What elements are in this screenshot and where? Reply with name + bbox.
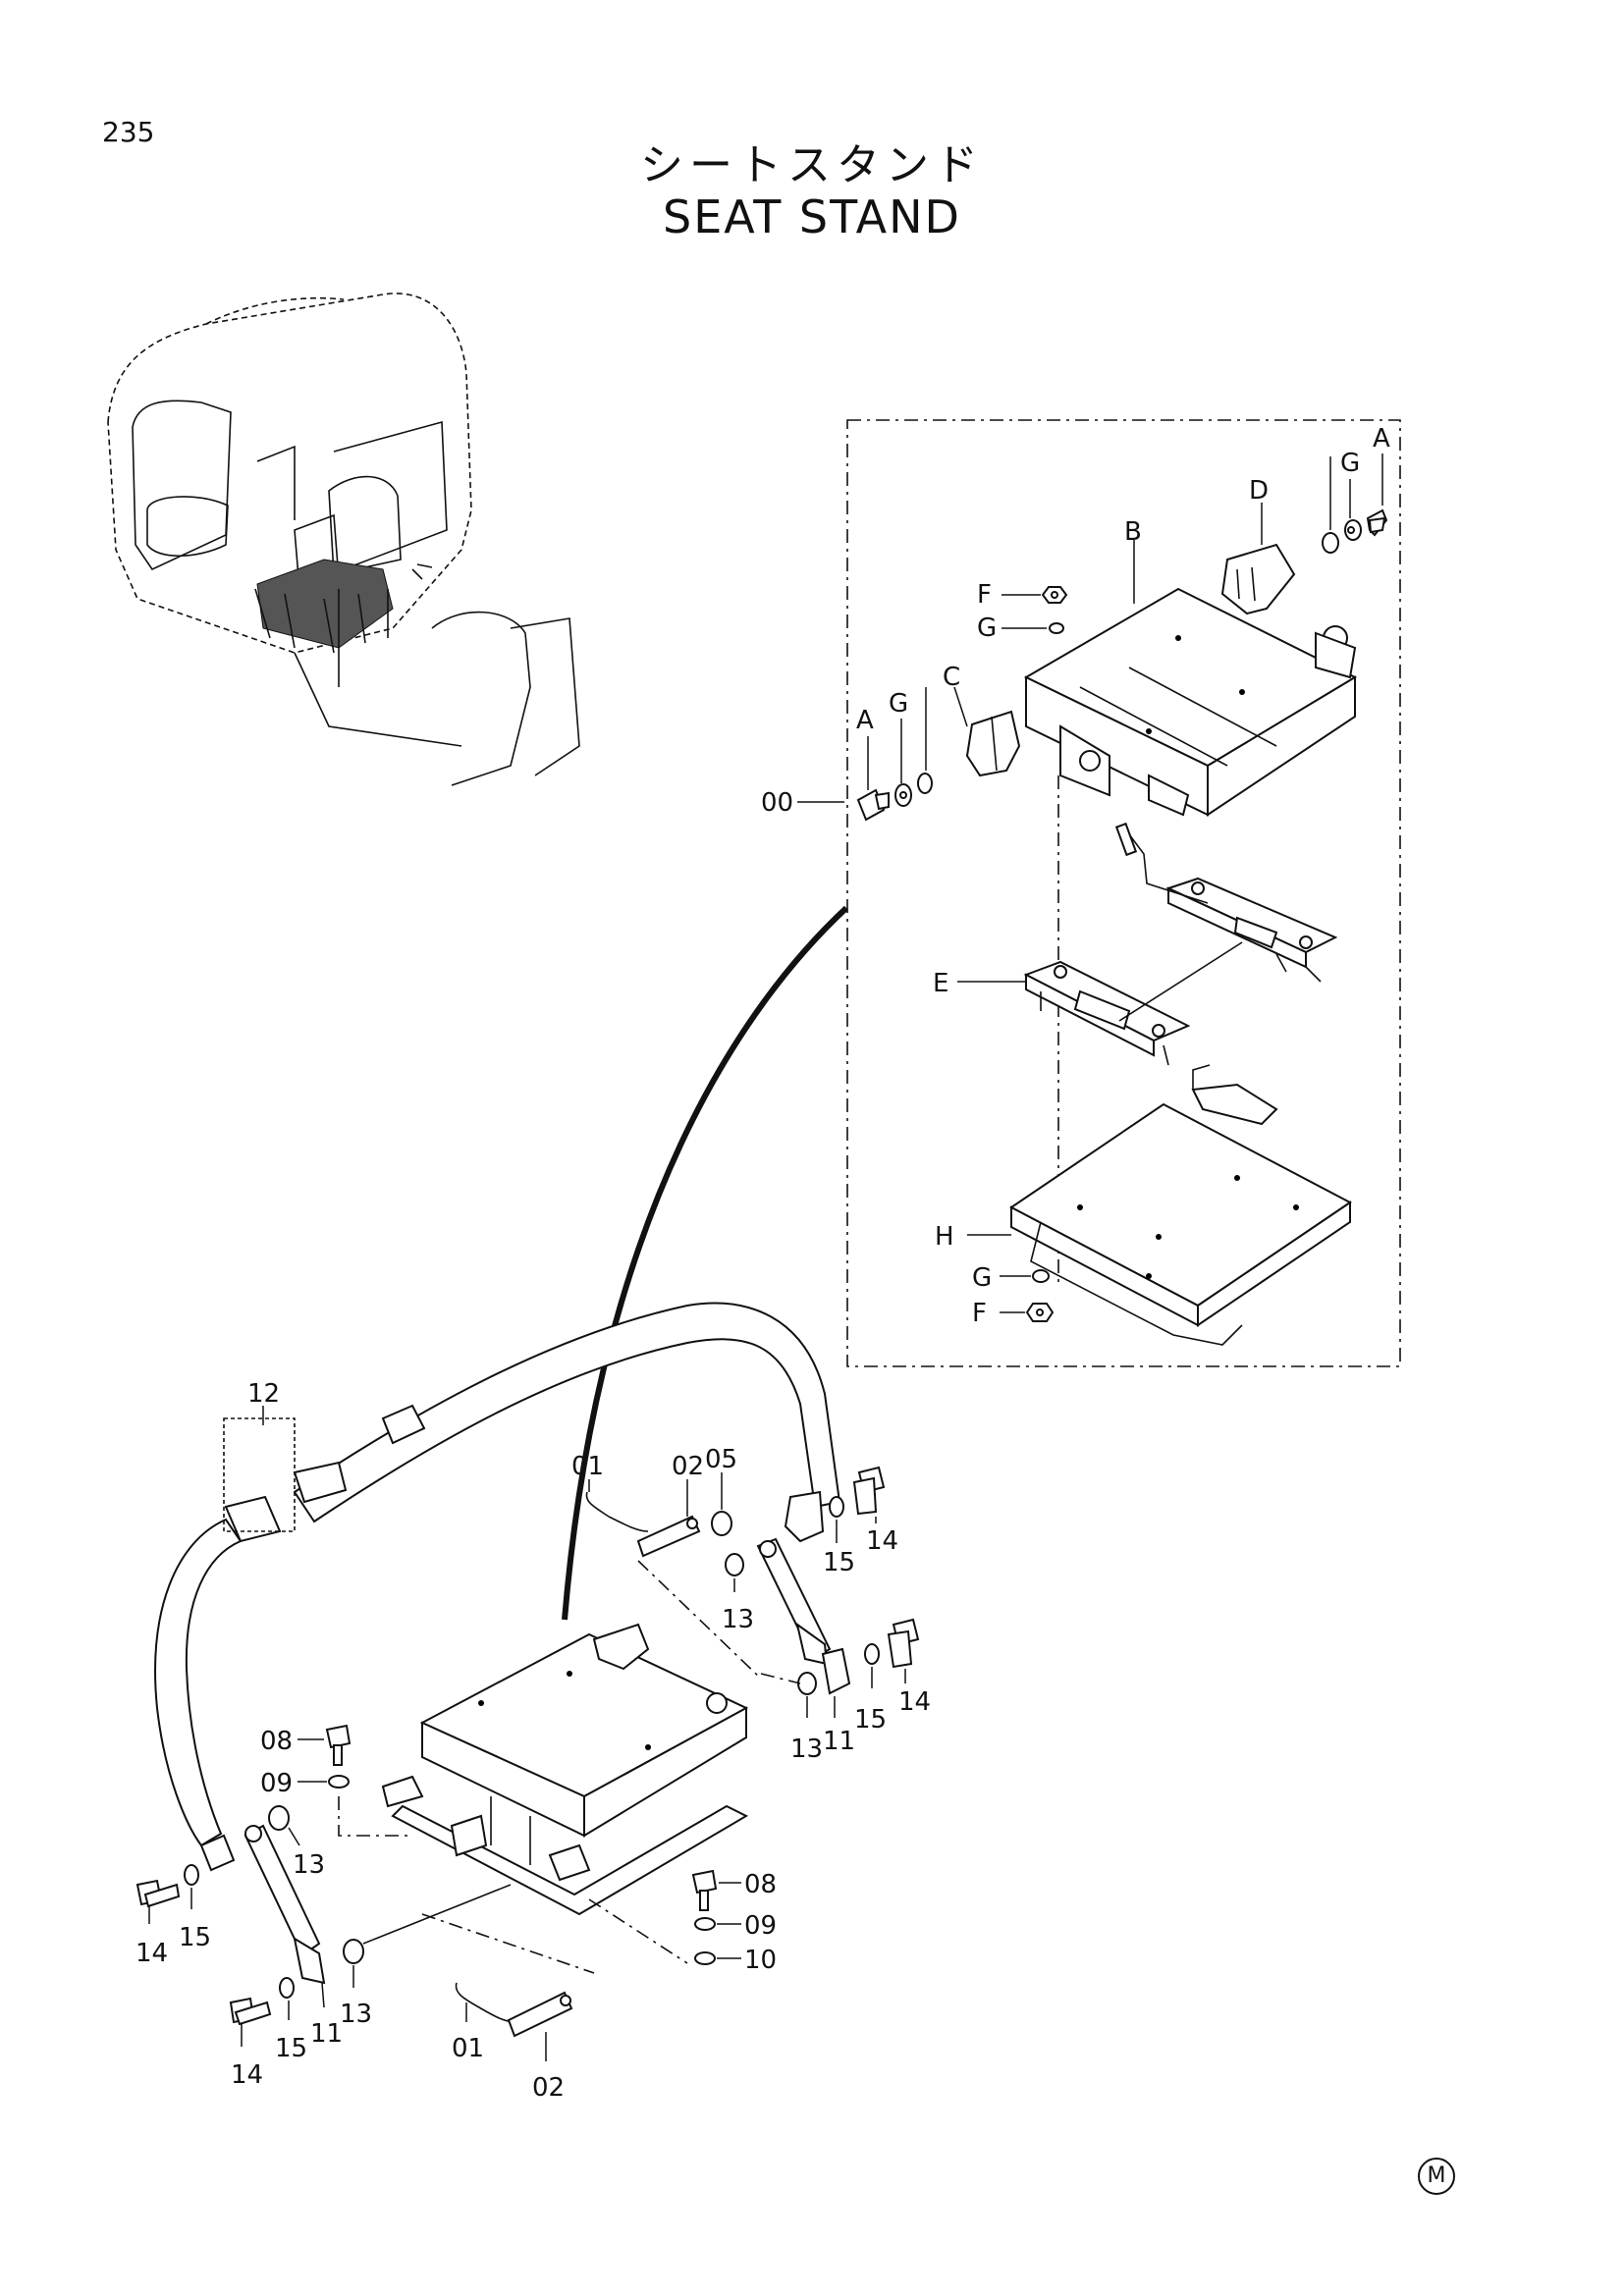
callout-D: D (1249, 476, 1269, 506)
nut-F-lower (1025, 1303, 1055, 1322)
callout-G-lower: G (972, 1263, 992, 1293)
seatbelt-anchor-bolt-14-left-upper (135, 1879, 181, 1908)
link-arm-11-right (756, 1537, 832, 1666)
nut-F-upper (1041, 586, 1068, 604)
callout-G-upper: G (977, 614, 997, 643)
bracket-C (965, 710, 1021, 777)
washer-G-lower (1032, 1269, 1050, 1283)
callout-10: 10 (744, 1946, 777, 1975)
callout-09-left: 09 (260, 1769, 293, 1798)
callout-15-left-upper: 15 (179, 1923, 211, 1952)
link-arm-11-left (244, 1824, 326, 1985)
callout-00: 00 (761, 788, 793, 818)
callout-08-left: 08 (260, 1727, 293, 1756)
callout-13-upper: 13 (722, 1605, 754, 1634)
washer-10 (694, 1951, 716, 1965)
callout-A-left: A (856, 706, 874, 735)
callout-01-upper: 01 (571, 1452, 604, 1481)
callout-15-right: 15 (854, 1705, 887, 1735)
bushing-13-upper (725, 1553, 744, 1576)
callout-E: E (933, 969, 948, 998)
bolt-08-left (325, 1724, 352, 1766)
page-title: SEAT STAND (663, 190, 961, 243)
callout-08-right: 08 (744, 1870, 777, 1899)
callout-02-lower: 02 (532, 2073, 565, 2103)
page-number: 235 (102, 116, 155, 148)
callout-09-right: 09 (744, 1911, 777, 1941)
slide-rail-with-lever (1114, 822, 1338, 983)
callout-A-right: A (1373, 424, 1390, 454)
link-anchor-right (797, 1618, 920, 1695)
washer-05 (711, 1511, 732, 1536)
callout-15-left-lower: 15 (275, 2034, 307, 2063)
callout-H: H (935, 1222, 954, 1252)
callout-F-lower: F (972, 1299, 987, 1328)
seatbelt-anchor-bolt-14-right-upper (829, 1466, 886, 1518)
bracket-D (1220, 543, 1296, 615)
cotter-pin-01-lower (455, 1982, 516, 2023)
washer-15-left-lower (279, 1977, 295, 1999)
callout-13-left-upper: 13 (293, 1850, 325, 1880)
callout-12: 12 (247, 1379, 280, 1409)
assembly-dashed-boundary (846, 419, 1401, 1367)
callout-F-upper: F (977, 580, 992, 610)
seat-belt-12 (154, 1302, 841, 1872)
callout-01-lower: 01 (452, 2034, 484, 2063)
seatbelt-anchor-bolt-14-left-lower (229, 1997, 272, 2026)
bolt-08-right (691, 1869, 718, 1911)
model-mark: M (1418, 2158, 1455, 2195)
callout-C: C (943, 663, 960, 692)
cotter-pin-01-upper (585, 1491, 649, 1532)
callout-G-right: G (1340, 449, 1360, 478)
callout-14-left-lower: 14 (231, 2060, 263, 2090)
page-title-japanese: シートスタンド (640, 140, 984, 190)
washer-15-left-upper (184, 1864, 199, 1886)
callout-02-upper: 02 (672, 1452, 704, 1481)
callout-14-left-upper: 14 (135, 1939, 168, 1968)
upper-rail-frame-B (1023, 587, 1358, 817)
bushing-13-left-upper (268, 1805, 290, 1831)
bushing-13-left-lower (343, 1939, 364, 1964)
callout-14-right: 14 (898, 1687, 931, 1717)
callout-G-left: G (889, 689, 908, 719)
callout-13-left-lower: 13 (340, 2000, 372, 2029)
callout-05: 05 (705, 1445, 737, 1474)
right-fastener-stack (1322, 456, 1388, 554)
callout-14-upper: 14 (866, 1526, 898, 1556)
assembly-connector-arc (562, 905, 849, 1621)
washer-G-upper (1049, 622, 1064, 634)
cab-overview-illustration (107, 293, 580, 786)
slide-rail-E (1023, 941, 1243, 1066)
washer-09-left (328, 1775, 350, 1789)
washer-09-right (694, 1917, 716, 1931)
pin-02-lower (507, 1991, 573, 2038)
callout-B: B (1124, 517, 1142, 547)
base-plate-H (1009, 1064, 1352, 1346)
lower-seat-stand-frame (381, 1623, 749, 1916)
pin-02-upper (636, 1515, 701, 1558)
callout-15-upper: 15 (823, 1548, 855, 1577)
callout-13-right: 13 (790, 1735, 823, 1764)
callout-11-left: 11 (310, 2019, 343, 2049)
left-fastener-stack (856, 687, 933, 822)
callout-11-right: 11 (823, 1727, 855, 1756)
